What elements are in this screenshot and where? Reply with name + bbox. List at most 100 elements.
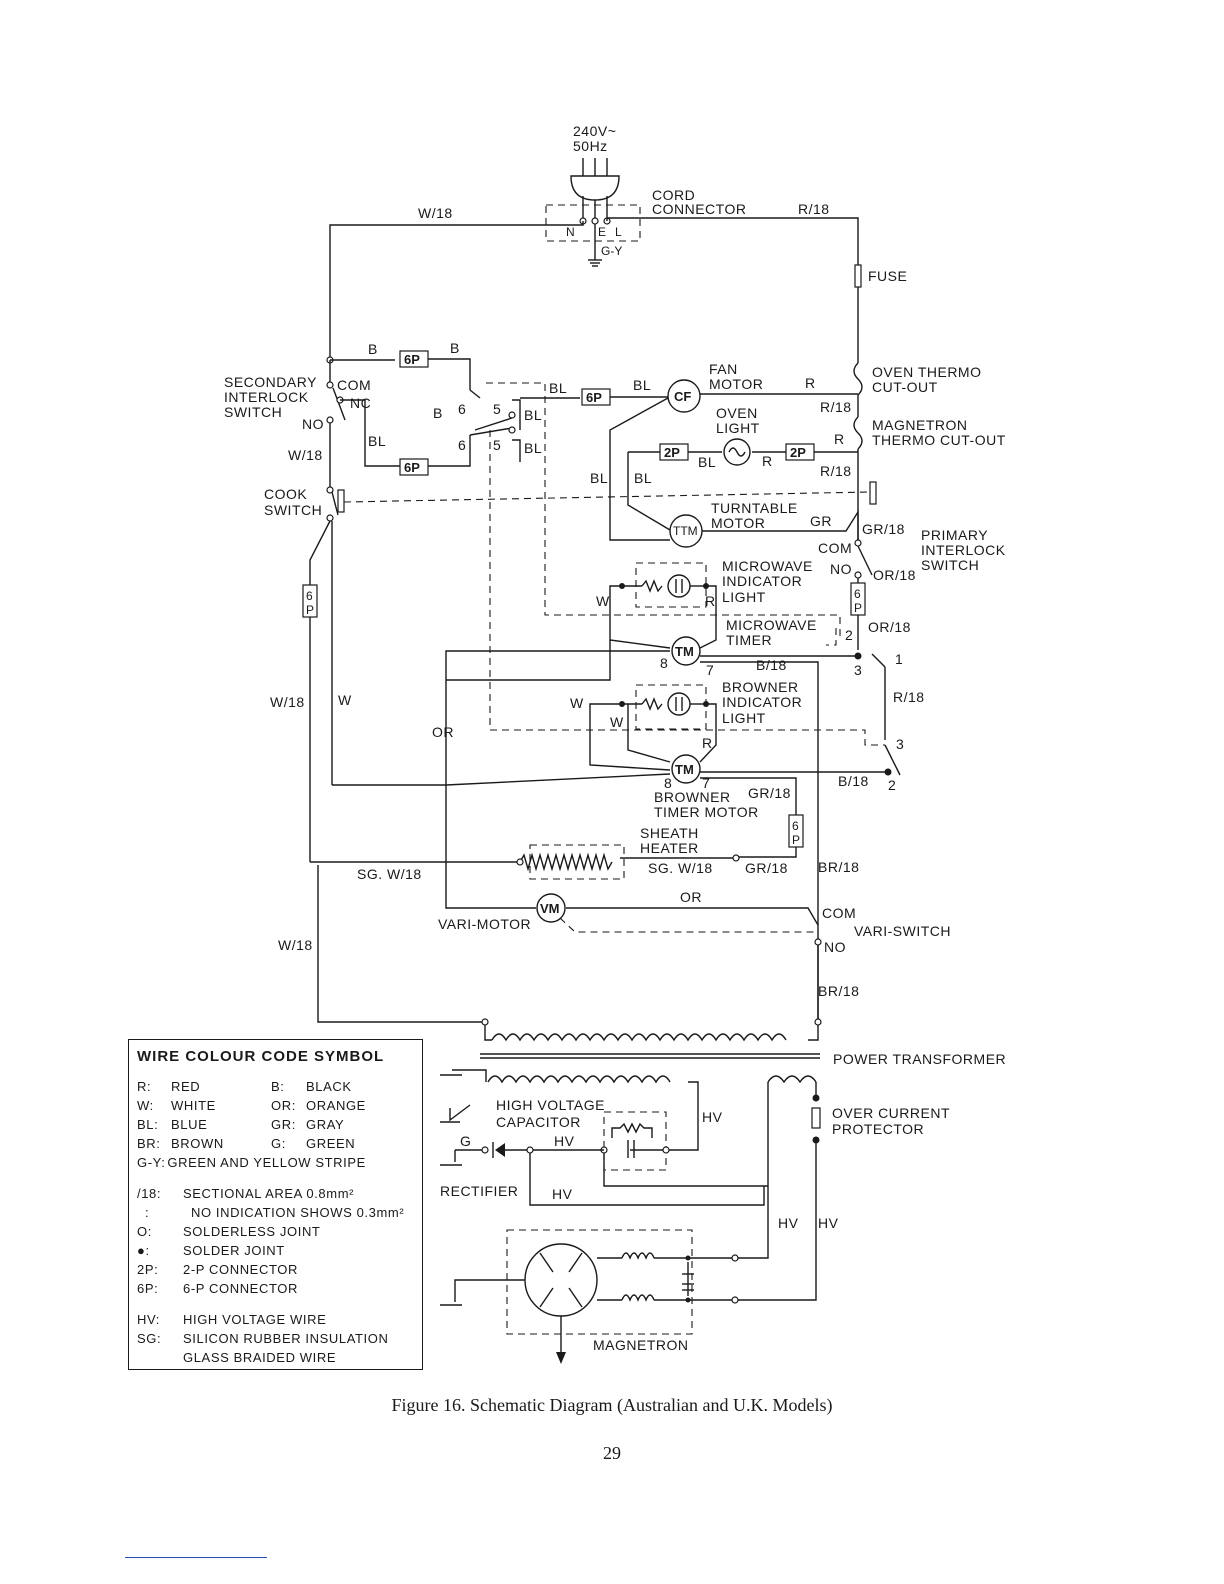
- wire-or18-primary: OR/18: [873, 567, 916, 583]
- microwave-indicator-label-1: MICROWAVE: [722, 558, 813, 574]
- legend-key: G:: [271, 1136, 286, 1151]
- connector-6p-cook-p: P: [306, 603, 314, 617]
- legend-value: BLUE: [171, 1117, 208, 1132]
- connector-6p-browner-p: P: [792, 833, 800, 847]
- legend-value: 2-P CONNECTOR: [183, 1262, 298, 1277]
- primary-interlock-label-2: INTERLOCK: [921, 542, 1006, 558]
- contact-com-vari: COM: [822, 905, 856, 921]
- legend-row-2: W: WHITE OR: ORANGE: [137, 1096, 414, 1115]
- legend-value: RED: [171, 1079, 201, 1094]
- legend-value: SOLDERLESS JOINT: [183, 1224, 321, 1239]
- wire-b-2: B: [450, 340, 460, 356]
- contact-no-primary: NO: [830, 561, 852, 577]
- wire-bl-light: BL: [698, 454, 716, 470]
- contact-5-lower: 5: [493, 437, 501, 453]
- wire-bl-contact-2: BL: [524, 440, 542, 456]
- wire-w-browner-2: W: [610, 714, 624, 730]
- wire-gr18-right: GR/18: [862, 521, 905, 537]
- fan-motor-label-1: FAN: [709, 361, 738, 377]
- legend-value: ORANGE: [306, 1098, 366, 1113]
- connector-6p-lower: 6P: [404, 460, 420, 475]
- legend-key: O:: [137, 1224, 152, 1239]
- connector-6p-cook-6: 6: [306, 589, 313, 603]
- wire-colour-code-legend: WIRE COLOUR CODE SYMBOL R: RED B: BLACK …: [128, 1039, 423, 1370]
- legend-value: BROWN: [171, 1136, 224, 1151]
- secondary-interlock-label-1: SECONDARY: [224, 374, 317, 390]
- cook-switch: COOK SWITCH 6 P W/18 W: [264, 481, 877, 862]
- wire-b-1: B: [368, 341, 378, 357]
- connector-6p-upper: 6P: [404, 352, 420, 367]
- contact-com-primary: COM: [818, 540, 852, 556]
- ground-g-label: G: [460, 1133, 471, 1149]
- legend-row-gy: G-Y: GREEN AND YELLOW STRIPE: [137, 1153, 414, 1172]
- supply-voltage: 240V~: [573, 123, 616, 139]
- connector-6p-primary-6: 6: [854, 587, 861, 601]
- wire-b18-browner: B/18: [838, 773, 869, 789]
- browner-timer-block: BROWNER INDICATOR LIGHT W W R TM 8 7 B/1…: [332, 640, 888, 858]
- hv-capacitor-label-1: HIGH VOLTAGE: [496, 1097, 605, 1113]
- sheath-heater-label-2: HEATER: [640, 840, 699, 856]
- hv-capacitor-rectifier: HIGH VOLTAGE CAPACITOR HV G RECTIFIER HV: [440, 1097, 768, 1206]
- legend-key: :: [145, 1205, 150, 1220]
- hv-label-3: HV: [818, 1215, 839, 1231]
- contact-1-upper: 1: [895, 651, 903, 667]
- wire-sgw18-left: SG. W/18: [357, 866, 422, 882]
- wire-or-vari: OR: [680, 889, 702, 905]
- turntable-label-2: MOTOR: [711, 515, 765, 531]
- legend-symbol-3: O: SOLDERLESS JOINT: [137, 1222, 414, 1241]
- wire-w-microwave: W: [596, 593, 610, 609]
- contact-2-lower: 2: [888, 777, 896, 793]
- wire-or-left: OR: [432, 724, 454, 740]
- wire-bl-left-2: BL: [634, 470, 652, 486]
- browner-timer-pin-7: 7: [702, 775, 710, 791]
- contact-6-upper: 6: [458, 401, 466, 417]
- over-current-label-1: OVER CURRENT: [832, 1105, 950, 1121]
- legend-value: GREEN AND YELLOW STRIPE: [167, 1155, 366, 1170]
- legend-symbol-6: 6P: 6-P CONNECTOR: [137, 1279, 414, 1298]
- legend-insulation-3: GLASS BRAIDED WIRE: [137, 1348, 414, 1367]
- wire-r-light-2: R: [834, 431, 845, 447]
- contact-no-vari: NO: [824, 939, 846, 955]
- wire-r18-right-mid: R/18: [893, 689, 925, 705]
- oven-light-label-1: OVEN: [716, 405, 758, 421]
- secondary-interlock-label-2: INTERLOCK: [224, 389, 309, 405]
- legend-key: ●:: [137, 1243, 150, 1258]
- legend-key: 2P:: [137, 1262, 159, 1277]
- hv-label-2: HV: [778, 1215, 799, 1231]
- contact-6-lower: 6: [458, 437, 466, 453]
- wire-w18-left: W/18: [270, 694, 305, 710]
- hv-label-1: HV: [702, 1109, 723, 1125]
- microwave-timer-label-2: TIMER: [726, 632, 772, 648]
- hv-capacitor-label-2: CAPACITOR: [496, 1114, 581, 1130]
- legend-row-1: R: RED B: BLACK: [137, 1077, 414, 1096]
- legend-key: OR:: [271, 1098, 296, 1113]
- primary-interlock-label-3: SWITCH: [921, 557, 979, 573]
- ground-wire-label: G-Y: [601, 244, 622, 258]
- legend-value: GLASS BRAIDED WIRE: [183, 1350, 337, 1365]
- cook-switch-label-2: SWITCH: [264, 502, 322, 518]
- wire-bl-fan-2: BL: [633, 377, 651, 393]
- legend-key: R:: [137, 1079, 152, 1094]
- magnetron: MAGNETRON: [440, 1229, 739, 1364]
- wire-br18-upper: BR/18: [818, 859, 859, 875]
- browner-timer-label-2: TIMER MOTOR: [654, 804, 759, 820]
- legend-value: GRAY: [306, 1117, 345, 1132]
- magnetron-thermo-label-1: MAGNETRON: [872, 417, 968, 433]
- legend-value: SILICON RUBBER INSULATION: [183, 1331, 389, 1346]
- wire-r-fan: R: [805, 375, 816, 391]
- microwave-timer-pin-7: 7: [706, 662, 714, 678]
- legend-title: WIRE COLOUR CODE SYMBOL: [137, 1048, 385, 1065]
- legend-insulation-1: HV: HIGH VOLTAGE WIRE: [137, 1310, 414, 1329]
- wire-bl-secondary: BL: [368, 433, 386, 449]
- contact-2-upper: 2: [845, 627, 853, 643]
- legend-key: 6P:: [137, 1281, 159, 1296]
- legend-value: SECTIONAL AREA 0.8mm²: [183, 1186, 355, 1201]
- wire-b18-microwave: B/18: [756, 657, 787, 673]
- wire-or18-primary-2: OR/18: [868, 619, 911, 635]
- contact-com-secondary: COM: [337, 377, 371, 393]
- legend-value: HIGH VOLTAGE WIRE: [183, 1312, 327, 1327]
- browner-timer-pin-8: 8: [664, 775, 672, 791]
- vari-switch-label: VARI-SWITCH: [854, 923, 951, 939]
- fan-motor: BL 6P BL CF FAN MOTOR R: [520, 361, 858, 541]
- legend-key: G-Y:: [137, 1155, 166, 1170]
